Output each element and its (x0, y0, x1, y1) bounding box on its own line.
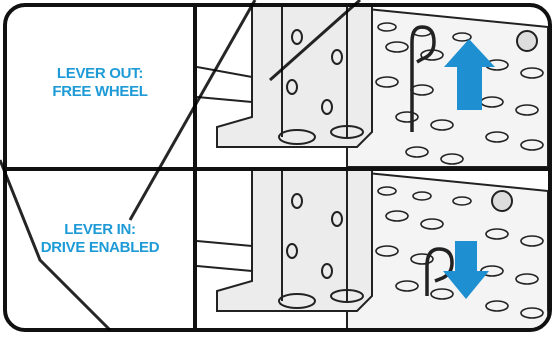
lever-out-illustration (197, 7, 548, 167)
lever-out-label: LEVER OUT: FREE WHEEL (7, 65, 193, 101)
label-line: FREE WHEEL (7, 83, 193, 101)
bracket-drawing (197, 171, 548, 332)
lever-in-illustration (197, 171, 548, 332)
lever-in-label: LEVER IN: DRIVE ENABLED (7, 221, 193, 257)
bracket-drawing (197, 7, 548, 167)
label-line: LEVER IN: (7, 221, 193, 239)
label-line: LEVER OUT: (7, 65, 193, 83)
label-line: DRIVE ENABLED (7, 239, 193, 257)
instruction-frame: LEVER OUT: FREE WHEEL LEVER IN: DRIVE EN… (3, 3, 552, 332)
